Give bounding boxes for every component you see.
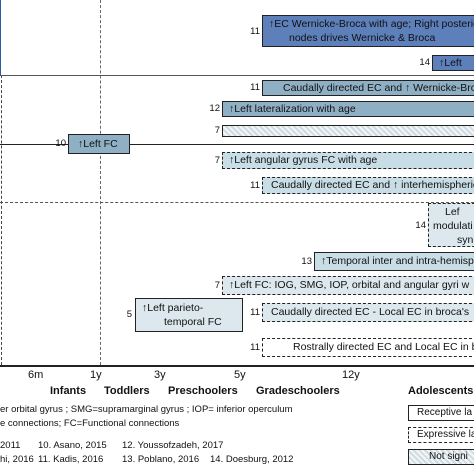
bar-left-lateralization: ↑Left lateralization with age	[222, 101, 474, 117]
bar-label: ↑Temporal inter and intra-hemisp	[321, 255, 474, 267]
ref-item: 10. Asano, 2015	[38, 440, 107, 451]
bar-label: ↑Left angular gyrus FC with age	[229, 154, 378, 166]
left-fc-line-right	[130, 144, 474, 145]
legend-receptive: Receptive la	[408, 405, 474, 421]
bar-ref: 11	[250, 342, 260, 353]
bar-ref: 14	[415, 220, 426, 231]
bar-label: Caudally directed EC and ↑ Wernicke-Broc…	[283, 82, 474, 94]
bar-label: ↑Left FC	[78, 138, 118, 150]
bar-ref: 7	[214, 280, 220, 291]
bar-label: Lef	[445, 206, 460, 218]
bar-ref: 5	[126, 309, 132, 320]
bar-label: ↑Left	[439, 57, 462, 69]
left-fc-line	[0, 144, 68, 145]
ref-item: hi, 2016	[0, 454, 34, 465]
bar-left-fc-iog: ↑Left FC: IOG, SMG, IOP, orbital and ang…	[222, 276, 474, 295]
legend-expressive: Expressive la	[408, 427, 474, 443]
stage-toddlers: Toddlers	[104, 385, 150, 397]
bar-left-14: ↑Left	[432, 55, 474, 71]
bar-rostral-local-broca: Rostrally directed EC and Local EC in br…	[262, 338, 474, 357]
bar-parieto-temporal: ↑Left parieto- temporal FC	[135, 298, 243, 332]
bar-label-line2: modulati	[433, 220, 473, 232]
footnote-abbrev-1: er orbital gyrus ; SMG=supramarginal gyr…	[0, 404, 293, 415]
legend-expressive-label: Expressive la	[417, 429, 474, 440]
row-separator	[0, 202, 474, 203]
time-axis	[0, 365, 474, 367]
bar-label: Rostrally directed EC and Local EC in br…	[293, 341, 474, 353]
bar-caudal-local-broca: Caudally directed EC - Local EC in broca…	[262, 303, 474, 322]
bar-label-line2: temporal FC	[164, 316, 222, 328]
ref-item: 12. Youssofzadeh, 2017	[122, 440, 224, 451]
bar-label-line3: syn	[457, 234, 474, 246]
bar-label: ↑Left lateralization with age	[229, 103, 356, 115]
bar-ref: 11	[250, 82, 260, 93]
tick-6m: 6m	[28, 369, 44, 381]
bar-ec-wernicke-broca: ↑EC Wernicke-Broca with age; Right poste…	[262, 15, 474, 47]
tick-5y: 5y	[234, 369, 246, 381]
bar-label: ↑Left parieto-	[142, 302, 204, 314]
legend-not-significant: Not signi	[408, 449, 474, 465]
bar-ref: 11	[250, 26, 260, 37]
tick-12y: 12y	[342, 369, 360, 381]
stage-adolescents: Adolescents	[408, 385, 474, 397]
bar-ref: 11	[250, 307, 260, 318]
bar-ref: 13	[301, 256, 312, 267]
bar-caudal-wernicke: Caudally directed EC and ↑ Wernicke-Broc…	[262, 80, 474, 96]
left-axis-line	[0, 0, 1, 75]
tick-1y: 1y	[90, 369, 102, 381]
bar-ref: 7	[214, 155, 220, 166]
bar-label: Caudally directed EC - Local EC in broca…	[271, 306, 470, 318]
bar-interhemispheric: Caudally directed EC and ↑ interhemisphe…	[262, 177, 474, 194]
legend-not-significant-label: Not signi	[429, 451, 468, 462]
left-axis-dashed	[1, 75, 2, 365]
bar-left-fc-infant: ↑Left FC	[68, 134, 130, 154]
ref-item: 11. Kadis, 2016	[38, 454, 104, 465]
bar-ref: 14	[419, 57, 430, 68]
bar-ref: 12	[209, 103, 220, 114]
bar-ref: 10	[55, 138, 66, 149]
stage-preschoolers: Preschoolers	[168, 385, 238, 397]
bar-temporal-inter: ↑Temporal inter and intra-hemisp	[314, 252, 474, 271]
stage-infants: Infants	[50, 385, 87, 397]
legend-receptive-label: Receptive la	[417, 407, 473, 418]
row-separator	[0, 75, 474, 76]
bar-angular-gyrus: ↑Left angular gyrus FC with age	[222, 152, 474, 169]
bar-ref: 11	[250, 180, 260, 191]
ref-item: 2011	[0, 440, 21, 451]
bar-ref: 7	[214, 125, 220, 136]
footnote-abbrev-2: e connections; FC=Functional connections	[0, 418, 180, 429]
infant-boundary-line	[100, 0, 101, 365]
bar-label-line2: nodes drives Wernicke & Broca	[289, 32, 436, 44]
tick-3y: 3y	[154, 369, 166, 381]
bar-label: ↑Left FC: IOG, SMG, IOP, orbital and ang…	[229, 279, 470, 291]
ref-item: 13. Poblano, 2016	[122, 454, 200, 465]
bar-label: Caudally directed EC and ↑ interhemisphe…	[271, 179, 474, 191]
ref-item: 14. Doesburg, 2012	[210, 454, 294, 465]
stage-gradeschoolers: Gradeschoolers	[256, 385, 340, 397]
bar-modulation-14: Lef modulati syn	[428, 203, 474, 247]
bar-not-significant	[222, 125, 474, 137]
bar-label: ↑EC Wernicke-Broca with age; Right poste…	[269, 18, 474, 30]
